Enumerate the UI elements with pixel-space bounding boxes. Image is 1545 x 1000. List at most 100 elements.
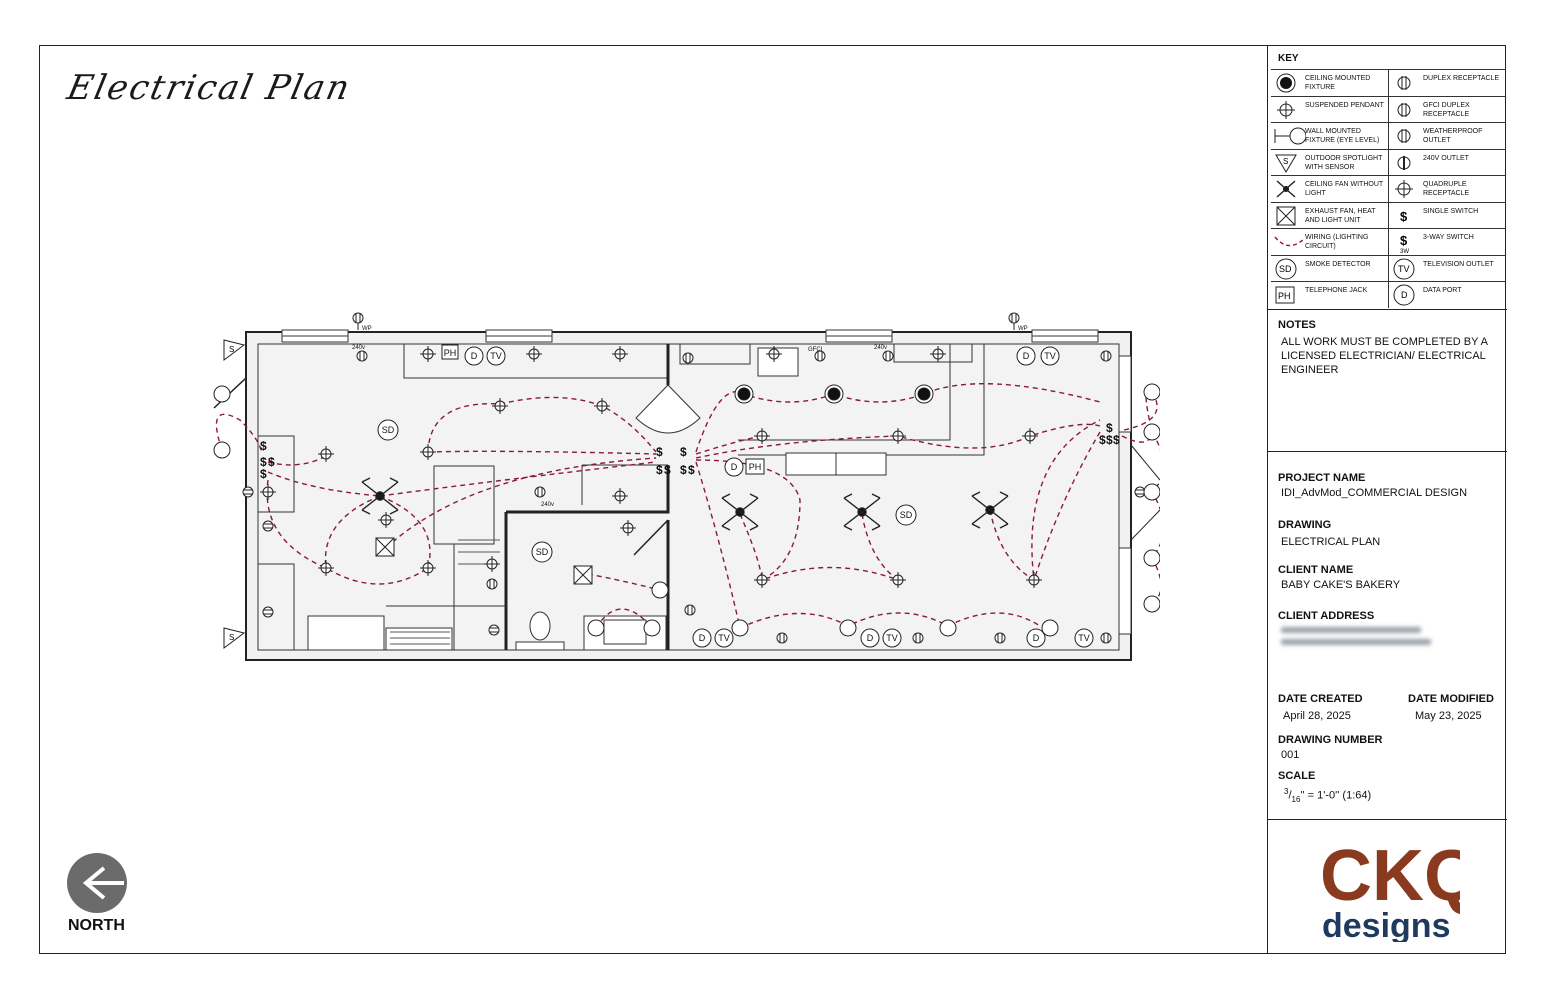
svg-text:$: $ [260, 455, 267, 469]
legend-item: SUSPENDED PENDANT [1271, 97, 1388, 123]
legend-item: WIRING (LIGHTING CIRCUIT) [1271, 229, 1388, 255]
svg-text:$: $ [1113, 433, 1120, 447]
svg-text:WP: WP [1018, 326, 1028, 332]
legend-row: CEILING FAN WITHOUT LIGHT QUADRUPLE RECEP… [1271, 175, 1506, 202]
svg-text:TV: TV [490, 351, 502, 361]
tv-outlet-icon: TV [1393, 258, 1415, 279]
svg-text:$: $ [1099, 433, 1106, 447]
legend-item: EXHAUST FAN, HEAT AND LIGHT UNIT [1271, 203, 1388, 229]
svg-text:S: S [229, 633, 234, 642]
project-name-label: PROJECT NAME [1278, 472, 1366, 484]
legend-label: GFCI DUPLEX RECEPTACLE [1423, 101, 1470, 118]
spotlight-icon: S [1275, 154, 1297, 173]
legend-label: WALL MOUNTED FIXTURE (EYE LEVEL) [1305, 128, 1380, 144]
scale-label: SCALE [1278, 770, 1316, 782]
weatherproof-outlet-icon [1397, 129, 1411, 143]
client-address-redacted [1281, 627, 1431, 653]
legend-label: DUPLEX RECEPTACLE [1423, 75, 1500, 82]
svg-text:GFCI: GFCI [808, 347, 823, 353]
svg-text:SD: SD [900, 510, 913, 520]
legend-label: 3-WAY SWITCH [1423, 234, 1474, 241]
smoke-label: SD [382, 425, 395, 435]
svg-text:TV: TV [1044, 351, 1056, 361]
drawing-value: ELECTRICAL PLAN [1281, 536, 1381, 548]
legend-row: CEILING MOUNTED FIXTURE DUPLEX RECEPTACLE [1271, 69, 1506, 96]
legend-item: S OUTDOOR SPOTLIGHT WITH SENSOR [1271, 150, 1388, 176]
data-port-icon: D [1393, 284, 1415, 306]
legend-label: QUADRUPLE RECEPTACLE [1423, 181, 1470, 197]
legend-item: WEATHERPROOF OUTLET [1389, 123, 1506, 149]
legend-row: WIRING (LIGHTING CIRCUIT) $3W 3-WAY SWITCH [1271, 228, 1506, 255]
legend-label: EXHAUST FAN, HEAT AND LIGHT UNIT [1305, 207, 1376, 224]
legend-label: WEATHERPROOF OUTLET [1423, 128, 1483, 144]
svg-text:D: D [1023, 351, 1030, 361]
svg-text:PH: PH [749, 462, 762, 472]
svg-text:D: D [471, 351, 478, 361]
svg-text:D: D [867, 633, 874, 643]
drawing-title: Electrical Plan [63, 68, 355, 108]
drawing-number: 001 [1281, 749, 1300, 761]
legend-row: EXHAUST FAN, HEAT AND LIGHT UNIT$SINGLE … [1271, 201, 1506, 229]
smoke-detector-icon: SD [1275, 258, 1297, 279]
date-created-label: DATE CREATED [1278, 693, 1363, 705]
ceiling-mounted-fixture-icon [1276, 73, 1296, 93]
svg-text:PH: PH [444, 348, 457, 358]
svg-text:$: $ [656, 463, 663, 477]
gfci-receptacle-icon [1397, 102, 1411, 117]
svg-text:S: S [229, 345, 234, 354]
date-modified-label: DATE MODIFIED [1408, 693, 1494, 705]
telephone-jack-icon: PH [1275, 286, 1295, 304]
legend-item: $3W 3-WAY SWITCH [1389, 229, 1506, 255]
north-label: NORTH [68, 917, 125, 934]
svg-text:$: $ [1400, 233, 1408, 248]
legend-item: GFCI DUPLEX RECEPTACLE [1389, 97, 1506, 123]
svg-text:$: $ [260, 439, 267, 453]
legend-item: QUADRUPLE RECEPTACLE [1389, 176, 1506, 202]
legend-label: OUTDOOR SPOTLIGHT WITH SENSOR [1305, 154, 1383, 171]
company-logo: CKQ designs [1320, 838, 1460, 942]
legend-label: DATA PORT [1423, 287, 1462, 294]
svg-text:$: $ [1106, 433, 1113, 447]
svg-text:TV: TV [886, 633, 898, 643]
svg-text:3W: 3W [1400, 249, 1409, 253]
legend-item: 240V OUTLET [1389, 150, 1506, 176]
svg-text:designs: designs [1322, 907, 1450, 942]
legend-label: CEILING FAN WITHOUT LIGHT [1305, 181, 1384, 197]
svg-text:D: D [699, 633, 706, 643]
single-switch-icon: $ [1400, 209, 1408, 224]
wall-fixture-icon [1274, 127, 1306, 145]
svg-text:$: $ [656, 445, 663, 459]
drawing-frame [39, 45, 1506, 954]
suspended-pendant-icon [1277, 100, 1295, 119]
legend-label: SMOKE DETECTOR [1305, 260, 1371, 268]
svg-text:240v: 240v [874, 345, 887, 351]
date-created: April 28, 2025 [1283, 710, 1351, 722]
legend-row: WALL MOUNTED FIXTURE (EYE LEVEL) WEATHERP… [1271, 122, 1506, 149]
legend-item: CEILING FAN WITHOUT LIGHT [1271, 176, 1388, 202]
svg-text:D: D [731, 462, 738, 472]
svg-text:$: $ [260, 467, 267, 481]
svg-text:SD: SD [1279, 264, 1292, 274]
svg-text:$: $ [680, 463, 687, 477]
three-way-switch-icon: $3W [1400, 233, 1409, 253]
exhaust-fan-icon [1276, 206, 1296, 225]
floor-plan: S S [213, 312, 1160, 661]
key-title: KEY [1278, 53, 1299, 64]
duplex-receptacle-icon [1397, 76, 1411, 90]
svg-text:D: D [1033, 633, 1040, 643]
svg-text:TV: TV [1078, 633, 1090, 643]
legend-label: CEILING MOUNTED FIXTURE [1305, 75, 1371, 91]
legend-label: WIRING (LIGHTING CIRCUIT) [1305, 234, 1369, 250]
legend-label: SUSPENDED PENDANT [1305, 101, 1384, 109]
svg-text:240v: 240v [541, 502, 554, 508]
notes-text: ALL WORK MUST BE COMPLETED BY A LICENSED… [1281, 336, 1488, 376]
svg-text:$: $ [1400, 209, 1408, 224]
client-address-label: CLIENT ADDRESS [1278, 610, 1375, 622]
legend-item: SD SMOKE DETECTOR [1271, 256, 1388, 282]
svg-text:$: $ [268, 455, 275, 469]
svg-text:WP: WP [362, 326, 372, 332]
legend-item: D DATA PORT [1389, 282, 1506, 308]
scale-value: 3/16'' = 1'-0'' (1:64) [1284, 787, 1372, 804]
